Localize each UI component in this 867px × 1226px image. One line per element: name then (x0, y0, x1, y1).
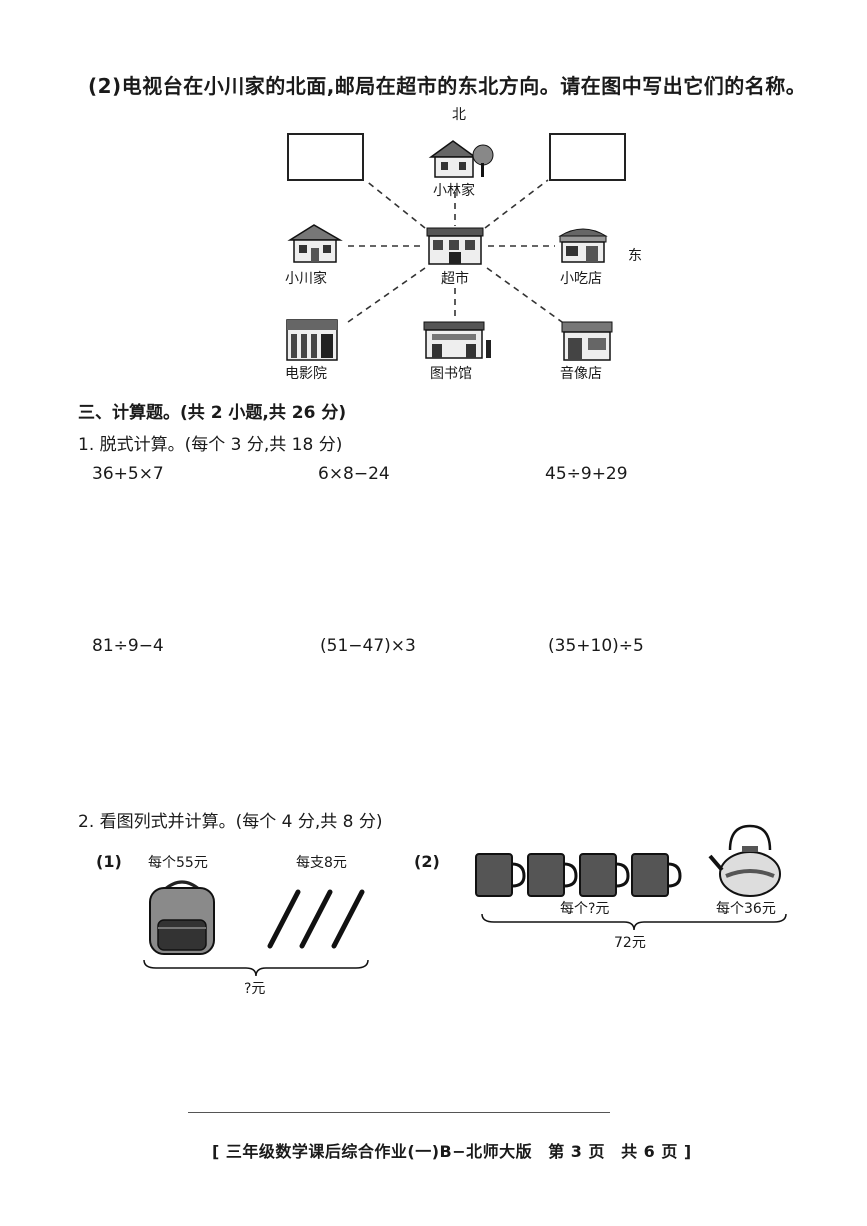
calc-question-2-title: 2. 看图列式并计算。(每个 4 分,共 8 分) (78, 812, 383, 832)
north-label: 北 (452, 107, 466, 123)
expression: 45÷9+29 (545, 464, 628, 484)
east-label: 东 (628, 248, 642, 264)
expression: 6×8−24 (318, 464, 390, 484)
page-total: 共 6 页 ] (621, 1142, 692, 1161)
direction-map: 北 东 小林家 小川家 超市 小吃店 (0, 0, 867, 400)
expression: (35+10)÷5 (548, 636, 644, 656)
expression: 81÷9−4 (92, 636, 164, 656)
supermarket-icon (426, 227, 484, 265)
calc-question-1-title: 1. 脱式计算。(每个 3 分,共 18 分) (78, 435, 343, 455)
place-snack-shop: 小吃店 (560, 271, 602, 287)
answer-box-left[interactable] (287, 133, 364, 181)
place-xiaochuan: 小川家 (285, 271, 327, 287)
store-icon (561, 321, 613, 361)
section-3-title: 三、计算题。(共 2 小题,共 26 分) (78, 403, 347, 423)
problem-2-total: 72元 (614, 935, 646, 951)
expression: (51−47)×3 (320, 636, 416, 656)
kettle-price: 每个36元 (716, 901, 776, 917)
backpack-price: 每个55元 (148, 855, 208, 871)
problem-2-index: (2) (414, 852, 440, 871)
pens-icon (267, 889, 365, 949)
total-brace (143, 959, 369, 977)
problem-1-total: ?元 (244, 981, 266, 997)
page-number: 第 3 页 (548, 1142, 605, 1161)
kettle-icon (708, 824, 781, 897)
house-icon (428, 140, 494, 178)
map-dashed-lines (347, 179, 563, 323)
place-cinema: 电影院 (285, 366, 327, 382)
house-icon (287, 224, 343, 263)
place-library: 图书馆 (430, 366, 472, 382)
expression: 36+5×7 (92, 464, 164, 484)
footer-divider (188, 1112, 610, 1113)
place-audio-store: 音像店 (560, 366, 602, 382)
total-brace (481, 913, 787, 931)
answer-box-right[interactable] (549, 133, 626, 181)
pen-price: 每支8元 (296, 855, 347, 871)
shop-icon (558, 228, 608, 263)
cup-price: 每个?元 (560, 901, 610, 917)
cups-icon (475, 853, 682, 897)
place-xiaolin: 小林家 (433, 183, 475, 199)
backpack-icon (149, 880, 215, 955)
page-footer: [ 三年级数学课后综合作业(一)B−北师大版 第 3 页 共 6 页 ] (212, 1138, 692, 1162)
footer-title: [ 三年级数学课后综合作业(一)B−北师大版 (212, 1142, 533, 1161)
cinema-icon (286, 319, 338, 361)
library-icon (423, 321, 491, 359)
question-2-instruction: (2)电视台在小川家的北面,邮局在超市的东北方向。请在图中写出它们的名称。 (88, 74, 807, 98)
place-supermarket: 超市 (441, 271, 469, 287)
problem-1-index: (1) (96, 852, 122, 871)
